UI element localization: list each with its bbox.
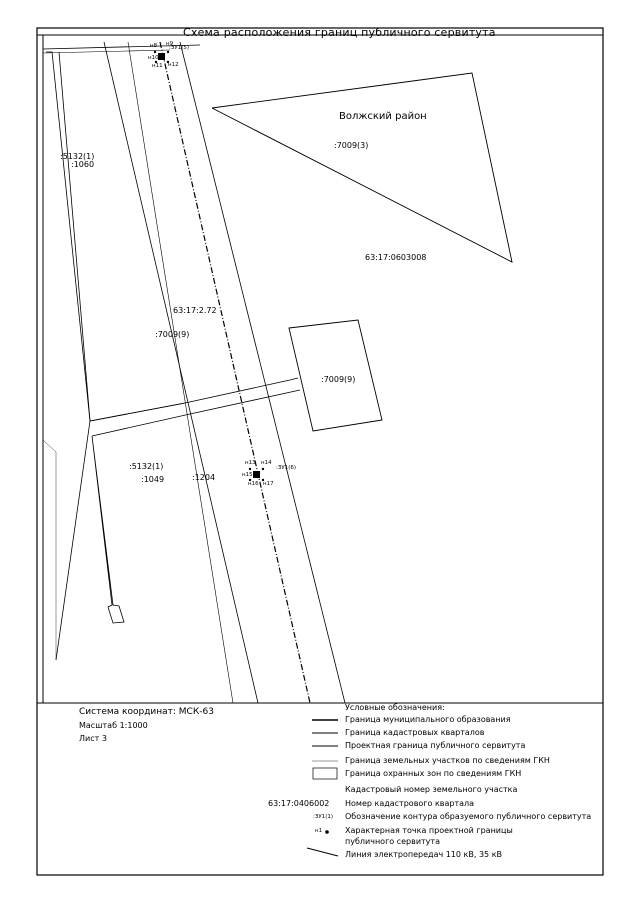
zone-label-top: :ЗУ1(5) [169,45,190,51]
legend-item: Граница охранных зон по сведениям ГКН [345,769,522,778]
district-boundary [211,72,513,263]
legend-sample-point: н1 [315,828,323,834]
road-strip-bottom [91,389,301,437]
parcel-right-rect [288,319,383,432]
legend-sym-zone [312,767,338,780]
legend-sample-quarter: 63:17:0406002 [268,799,330,808]
parcel-upper-left [46,51,91,661]
point-label: н12 [168,62,179,68]
point-top-3 [154,60,158,64]
quarter-label-2-72: 63:17:2.72 [173,306,217,315]
zone-label-bottom: :ЗУ1(6) [276,465,297,471]
parcel-label-1049: :1049 [141,475,165,484]
legend-item: Граница кадастровых кварталов [345,728,485,737]
parcel-upper-boundary [58,51,186,422]
legend-item: Номер кадастрового квартала [345,799,475,808]
legend-item: Граница муниципального образования [345,715,511,724]
parcel-label-7009-3: :7009(3) [334,141,369,150]
servitude-contour-bottom [253,471,260,478]
legend-sym-point [325,830,329,834]
point-top-1 [153,50,157,54]
point-top-2 [166,50,170,54]
servitude-contour-top [158,53,165,60]
point-label: н16 [248,481,259,487]
parcel-lower-left [91,435,125,624]
scale-text: Масштаб 1:1000 [79,721,148,730]
map-title: Схема расположения границ публичного сер… [183,26,496,39]
parcel-label-1204: :1204 [192,473,216,482]
point-label: н8 [150,43,158,49]
legend-item: Граница земельных участков по сведениям … [345,756,550,765]
legend-heading: Условные обозначения: [345,703,445,712]
legend-sample-zone: :ЗУ1(1) [313,814,334,820]
legend-item: Линия электропередач 110 кВ, 35 кВ [345,850,503,859]
point-label: н10 [148,55,159,61]
parcel-label-7009-9-right: :7009(9) [321,375,356,384]
parcel-label-5132-bottom: :5132(1) [129,462,164,471]
legend-item: Кадастровый номер земельного участка [345,785,518,794]
power-line [159,41,311,704]
point-bot-4 [261,478,265,482]
point-top-4 [166,60,170,64]
sheet-number: Лист 3 [79,734,107,743]
parcel-label-7009-9-left: :7009(9) [155,330,190,339]
road-strip-top [89,377,299,422]
coordinate-system: Система координат: МСК-63 [79,707,214,717]
point-label: н17 [263,481,274,487]
parcel-lower-left-edge-2 [42,439,57,453]
legend-item: Обозначение контура образуемого публично… [345,812,592,821]
map-frame [42,34,604,704]
point-label: н13 [245,460,256,466]
legend-sym-powerline [306,847,339,857]
point-label: н11 [152,63,163,69]
point-bot-2 [261,467,265,471]
point-label: н14 [261,460,272,466]
legend-item: публичного сервитута [345,837,440,846]
legend-item: Проектная граница публичного сервитута [345,741,526,750]
point-label: н15 [242,472,253,478]
point-bot-1 [248,467,252,471]
parcel-label-1060: :1060 [71,160,95,169]
point-label: н9 [166,41,174,47]
corridor-line-1 [103,41,259,704]
legend-item: Характерная точка проектной границы [345,826,513,835]
quarter-label-main: 63:17:0603008 [365,253,427,262]
corridor-line-2 [179,41,346,704]
parcel-label-5132-top: :5132(1) [60,152,95,161]
point-bot-3 [248,478,252,482]
district-label: Волжский район [339,111,427,122]
municipal-boundary-top [42,44,201,50]
corridor-line-3 [127,41,234,704]
